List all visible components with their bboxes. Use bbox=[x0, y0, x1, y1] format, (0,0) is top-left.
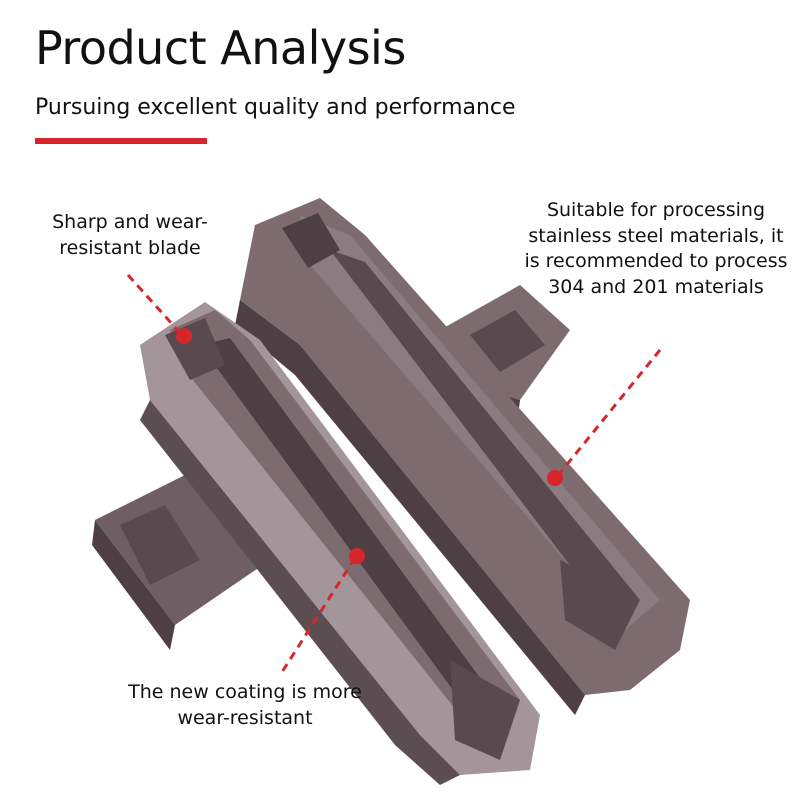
callout-material: Suitable for processing stainless steel … bbox=[524, 199, 788, 298]
page-subtitle: Pursuing excellent quality and performan… bbox=[35, 95, 516, 120]
page-title: Product Analysis bbox=[35, 21, 406, 75]
red-dot-icon bbox=[547, 470, 563, 486]
callout-coating: The new coating is more wear-resistant bbox=[128, 681, 362, 729]
title-underline bbox=[35, 138, 207, 144]
red-dot-icon bbox=[176, 328, 192, 344]
insert-front-left bbox=[140, 302, 540, 785]
red-dot-icon bbox=[349, 548, 365, 564]
insert-main-right bbox=[235, 198, 690, 715]
leader-line-coating bbox=[280, 557, 357, 673]
callout-blade: Sharp and wear-resistant blade bbox=[52, 211, 208, 259]
leader-line-material bbox=[554, 349, 662, 479]
